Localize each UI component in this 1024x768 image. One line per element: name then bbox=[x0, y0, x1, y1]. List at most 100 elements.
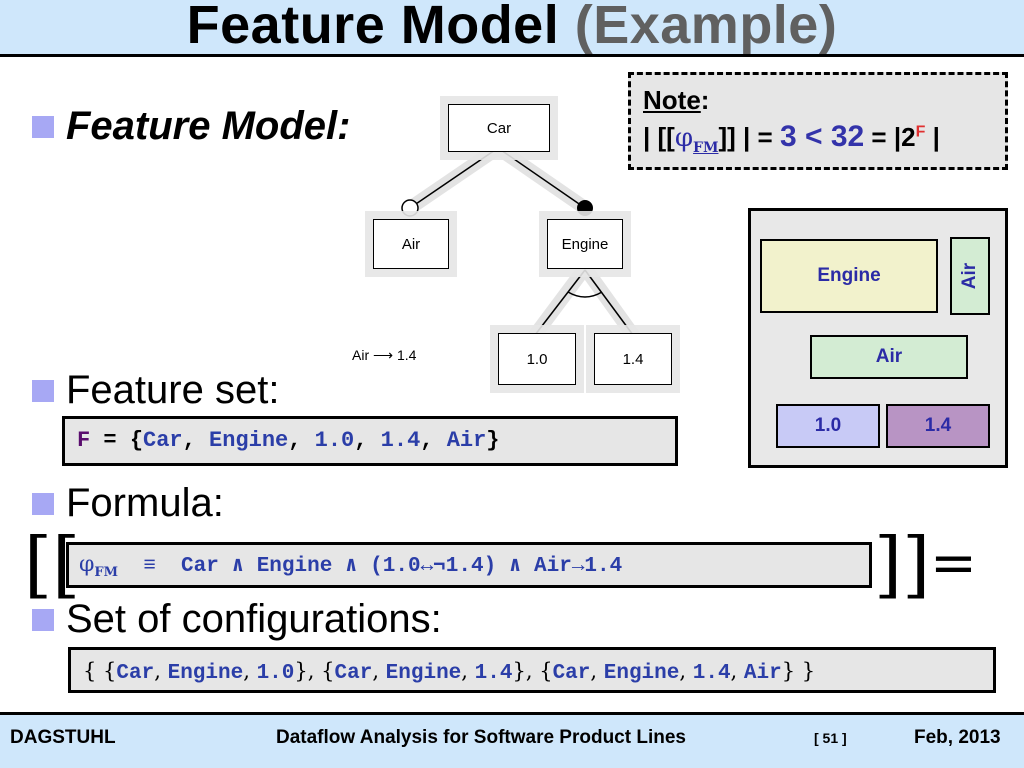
configuration-feature: 1.0 bbox=[256, 662, 295, 685]
configs-close: } bbox=[795, 659, 816, 683]
configuration-feature: Engine bbox=[603, 662, 680, 685]
configuration-feature: Car bbox=[116, 662, 155, 685]
separator: , bbox=[730, 659, 744, 683]
node-car: Car bbox=[448, 104, 550, 152]
bullet-marker bbox=[32, 380, 54, 402]
bullet-marker bbox=[32, 493, 54, 515]
note-label: Note bbox=[643, 85, 701, 115]
separator: , bbox=[182, 428, 210, 453]
feature-set-eq: = bbox=[90, 428, 130, 453]
note-eq-right: = |2 bbox=[864, 122, 916, 152]
brace-close: } bbox=[486, 428, 500, 453]
edge-car-air bbox=[409, 147, 499, 209]
edge-engine-10 bbox=[534, 269, 586, 336]
title-main: Feature Model bbox=[186, 0, 560, 55]
node-air: Air bbox=[373, 219, 449, 269]
formula-phi: φ bbox=[79, 552, 95, 577]
feature-model-heading: Feature Model: bbox=[66, 104, 351, 148]
separator: , bbox=[154, 659, 168, 683]
separator: , bbox=[679, 659, 693, 683]
semantic-bracket-close: ]] bbox=[874, 522, 931, 606]
constraint-left: Air bbox=[352, 347, 370, 363]
note-three: 3 bbox=[779, 120, 797, 153]
feature-diagram bbox=[401, 141, 640, 342]
panel-air-vertical-box: Air bbox=[950, 237, 990, 315]
note-phi: φ bbox=[674, 123, 694, 153]
constraint-right: 1.4 bbox=[396, 347, 417, 363]
implies-arrow: ⟶ bbox=[373, 347, 394, 363]
edge-car-engine bbox=[497, 147, 586, 209]
configuration-feature: Air bbox=[743, 662, 782, 685]
note-bar: | bbox=[925, 122, 940, 152]
note-phi-sub: FM bbox=[693, 140, 719, 157]
configuration-feature: 1.4 bbox=[692, 662, 731, 685]
separator: , bbox=[372, 659, 386, 683]
alternative-arc bbox=[567, 291, 603, 298]
feature-set-box: F = {Car, Engine, 1.0, 1.4, Air} bbox=[62, 416, 678, 466]
node-1-4: 1.4 bbox=[594, 333, 672, 385]
bullet-marker bbox=[32, 609, 54, 631]
footer-page-number: [ 51 ] bbox=[814, 730, 847, 746]
set-brace-close: } bbox=[294, 659, 308, 683]
separator: , bbox=[525, 659, 540, 683]
separator: , bbox=[288, 428, 315, 453]
feature-set-item: 1.0 bbox=[314, 428, 355, 453]
configuration-feature: Engine bbox=[385, 662, 462, 685]
separator: , bbox=[461, 659, 475, 683]
formula-heading: Formula: bbox=[66, 481, 224, 525]
note-lt: < bbox=[796, 120, 831, 153]
set-brace-close: } bbox=[781, 659, 796, 683]
node-1-0: 1.0 bbox=[498, 333, 576, 385]
formula-phi-sub: FM bbox=[94, 565, 119, 581]
separator: , bbox=[590, 659, 604, 683]
formula-body: ≡ Car ∧ Engine ∧ (1.0↔¬1.4) ∧ Air→1.4 bbox=[118, 555, 623, 578]
feature-set-item: Car bbox=[143, 428, 183, 453]
panel-1-4-box: 1.4 bbox=[886, 404, 990, 448]
formula-box: φFM ≡ Car ∧ Engine ∧ (1.0↔¬1.4) ∧ Air→1.… bbox=[66, 542, 872, 588]
configuration-feature: 1.4 bbox=[474, 662, 513, 685]
feature-set-heading: Feature set: bbox=[66, 368, 280, 412]
panel-air-vertical-label: Air bbox=[959, 262, 980, 290]
footer-date: Feb, 2013 bbox=[914, 727, 1001, 748]
footer-venue: DAGSTUHL bbox=[10, 727, 116, 748]
node-engine: Engine bbox=[547, 219, 623, 269]
set-brace-open: { bbox=[103, 659, 117, 683]
set-brace-close: } bbox=[512, 659, 526, 683]
feature-set-items: Car, Engine, 1.0, 1.4, Air bbox=[143, 428, 486, 453]
note-equation: | [[φFM]] | = 3 < 32 = |2F | bbox=[643, 120, 1005, 156]
note-box: Note: | [[φFM]] | = 3 < 32 = |2F | bbox=[628, 72, 1008, 170]
set-brace-open: { bbox=[321, 659, 335, 683]
configuration-sets: {Car, Engine, 1.0}, {Car, Engine, 1.4}, … bbox=[103, 659, 796, 685]
footer-talk-title: Dataflow Analysis for Software Product L… bbox=[276, 727, 686, 748]
panel-engine-box: Engine bbox=[760, 239, 938, 313]
title-bar: Feature Model (Example) bbox=[0, 0, 1024, 57]
feature-set-item: 1.4 bbox=[380, 428, 421, 453]
panel-air-box: Air bbox=[810, 335, 968, 379]
separator: , bbox=[307, 659, 322, 683]
edge-engine-14 bbox=[584, 269, 634, 336]
note-colon: : bbox=[700, 85, 710, 115]
configuration-feature: Car bbox=[552, 662, 591, 685]
slide-title: Feature Model (Example) bbox=[0, 0, 1024, 56]
footer-bar: DAGSTUHL Dataflow Analysis for Software … bbox=[0, 712, 1024, 768]
set-brace-open: { bbox=[539, 659, 553, 683]
configuration-panel: Engine Air Air 1.0 1.4 bbox=[748, 208, 1008, 468]
configs-open: { bbox=[83, 659, 104, 683]
title-paren: (Example) bbox=[574, 0, 838, 55]
separator: , bbox=[420, 428, 447, 453]
mandatory-marker bbox=[577, 200, 593, 216]
separator: , bbox=[354, 428, 381, 453]
configurations-box: { {Car, Engine, 1.0}, {Car, Engine, 1.4}… bbox=[68, 647, 996, 693]
separator: , bbox=[243, 659, 257, 683]
feature-set-item: Air bbox=[446, 428, 487, 453]
configuration-feature: Engine bbox=[167, 662, 244, 685]
constraint-label: Air ⟶ 1.4 bbox=[352, 347, 416, 364]
note-eq-left: | [[ bbox=[643, 122, 675, 152]
panel-1-0-box: 1.0 bbox=[776, 404, 880, 448]
feature-set-item: Engine bbox=[209, 428, 289, 453]
configurations-heading: Set of configurations: bbox=[66, 597, 442, 641]
note-sup: F bbox=[915, 123, 926, 141]
bullet-marker bbox=[32, 116, 54, 138]
configuration-feature: Car bbox=[334, 662, 373, 685]
note-thirtytwo: 32 bbox=[830, 120, 865, 153]
